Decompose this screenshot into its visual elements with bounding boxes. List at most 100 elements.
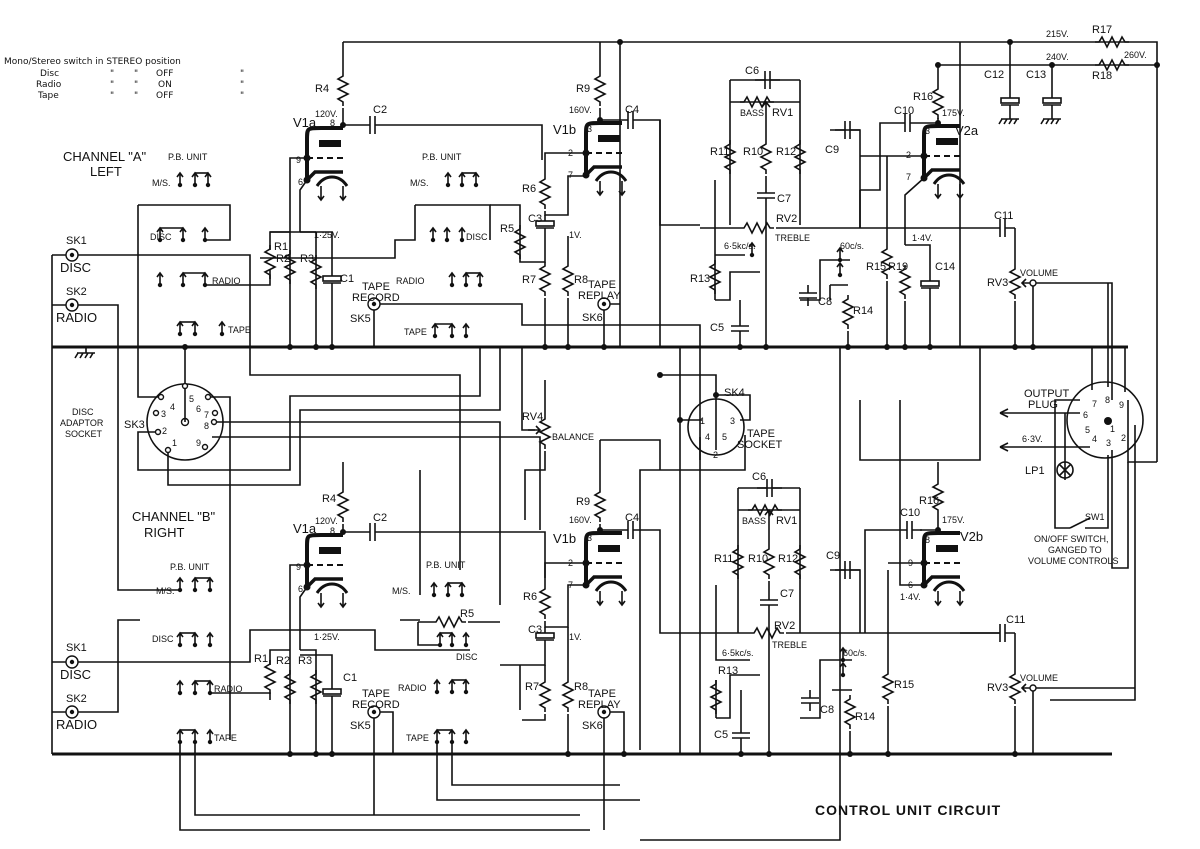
voltage-label: 160V.: [569, 105, 592, 115]
pin-label: 6: [908, 580, 913, 590]
sk3-pin: 6: [196, 404, 201, 414]
resistor-label: R12: [778, 553, 798, 565]
pin-label: 7: [568, 170, 573, 180]
diagram-title: CONTROL UNIT CIRCUIT: [815, 802, 1001, 818]
sk3-pin: 2: [162, 426, 167, 436]
ht-rail-215: [343, 41, 1158, 462]
sk3-line3: SOCKET: [65, 429, 103, 439]
pb-disc-label: DISC: [456, 652, 478, 662]
volume-label: VOLUME: [1020, 268, 1058, 278]
pb-unit-label: P.B. UNIT: [422, 152, 462, 162]
capacitor-label: C4: [625, 512, 639, 524]
sk1-name: DISC: [60, 260, 91, 275]
resistor-label: R16: [919, 495, 939, 507]
resistor-label: R2: [276, 655, 290, 667]
resistor-label: R3: [300, 253, 314, 265]
channel-a-side: LEFT: [90, 164, 122, 179]
legend-state-disc: OFF: [156, 69, 173, 79]
voltage-label: 160V.: [569, 515, 592, 525]
legend-ditto: ": [240, 69, 244, 79]
sk4-pin: 5: [722, 432, 727, 442]
balance-label: BALANCE: [552, 432, 594, 442]
pin-label: 3: [587, 533, 592, 543]
sk2-ref: SK2: [66, 286, 87, 298]
sk4-pin: 2: [713, 450, 718, 460]
resistor-label: R11: [710, 146, 729, 158]
capacitor-label: C12: [984, 69, 1004, 81]
capacitor-label: C1: [343, 672, 357, 684]
volume-label: VOLUME: [1020, 673, 1058, 683]
sk3-pin: 7: [204, 410, 209, 420]
treble-label: TREBLE: [775, 233, 810, 243]
pb-disc-label: DISC: [466, 232, 488, 242]
sk5-ref: SK5: [350, 313, 371, 325]
capacitor-label: C5: [710, 322, 724, 334]
sk3-pin: 1: [172, 438, 177, 448]
output-pin: 4: [1092, 434, 1097, 444]
capacitor-label: C7: [780, 588, 794, 600]
sk6-line2: REPLAY: [578, 699, 621, 711]
resistor-label: R9: [576, 496, 590, 508]
valve-v1a-b: [301, 533, 349, 609]
voltage-label: 1·4V.: [900, 592, 921, 602]
pb-disc-label: DISC: [152, 634, 174, 644]
resistor-label: R7: [522, 274, 536, 286]
pin-label: 2: [568, 148, 573, 158]
switch-sw1: [1069, 517, 1091, 529]
voltage-label: 1·4V.: [912, 233, 933, 243]
capacitor-label: C8: [820, 704, 834, 716]
bass-label: BASS: [740, 108, 764, 118]
channel-b-side: RIGHT: [144, 525, 185, 540]
treble-freq-label: 6·5kc/s.: [724, 241, 756, 251]
legend-row-tape: Tape: [37, 91, 59, 101]
rv2-label: RV2: [776, 213, 797, 225]
pb-disc-label: DISC: [150, 232, 172, 242]
capacitor-label: C2: [373, 512, 387, 524]
valve-v1b-label: V1b: [553, 122, 576, 137]
voltage-label: 240V.: [1046, 52, 1069, 62]
sw1-label: SW1: [1085, 512, 1105, 522]
legend-ditto: ": [134, 69, 138, 79]
capacitor-label: C1: [340, 273, 354, 285]
bass-freq-label: 60c/s.: [843, 648, 867, 658]
pb-radio-label: RADIO: [212, 276, 241, 286]
resistor-label: R1: [254, 653, 268, 665]
resistor-label: R15: [866, 261, 886, 273]
voltage-label: 1·25V.: [314, 230, 340, 240]
resistor-label: R5: [500, 223, 514, 235]
resistor-label: R1: [274, 241, 288, 253]
legend-ditto: ": [134, 80, 138, 90]
pb-tape-label: TAPE: [214, 733, 237, 743]
resistor-label: R4: [315, 83, 329, 95]
sk3-pin: 5: [189, 394, 194, 404]
pin-label: 7: [906, 172, 911, 182]
capacitor-label: C3: [528, 624, 542, 636]
resistor-label: R7: [525, 681, 539, 693]
lamp-label: LP1: [1025, 465, 1045, 477]
pin-label: 2: [906, 150, 911, 160]
output-pin: 7: [1092, 399, 1097, 409]
legend-header: Mono/Stereo switch in STEREO position: [4, 57, 181, 67]
output-pin: 3: [1106, 438, 1111, 448]
sk2-name: RADIO: [56, 310, 97, 325]
sk6-ref: SK6: [582, 312, 603, 324]
valve-v1b-b-label: V1b: [553, 531, 576, 546]
rv2-label: RV2: [774, 620, 795, 632]
pb-ms-label: M/S.: [392, 586, 411, 596]
channel-b-title: CHANNEL "B": [132, 509, 216, 524]
resistor-label: R17: [1092, 24, 1112, 36]
pin-label: 9: [296, 155, 301, 165]
sk4-pin: 1: [700, 416, 705, 426]
sk2-ref: SK2: [66, 693, 87, 705]
resistor-label: R19: [888, 261, 908, 273]
resistor-label: R6: [523, 591, 537, 603]
legend-ditto: ": [134, 91, 138, 101]
pin-label: 6: [298, 177, 303, 187]
pb-tape-label: TAPE: [406, 733, 429, 743]
resistor-label: R4: [322, 493, 336, 505]
sw1-desc2: GANGED TO: [1048, 545, 1102, 555]
pb-radio-label: RADIO: [214, 684, 243, 694]
sk3-pin: 3: [161, 409, 166, 419]
voltage-label: 1V.: [569, 632, 582, 642]
